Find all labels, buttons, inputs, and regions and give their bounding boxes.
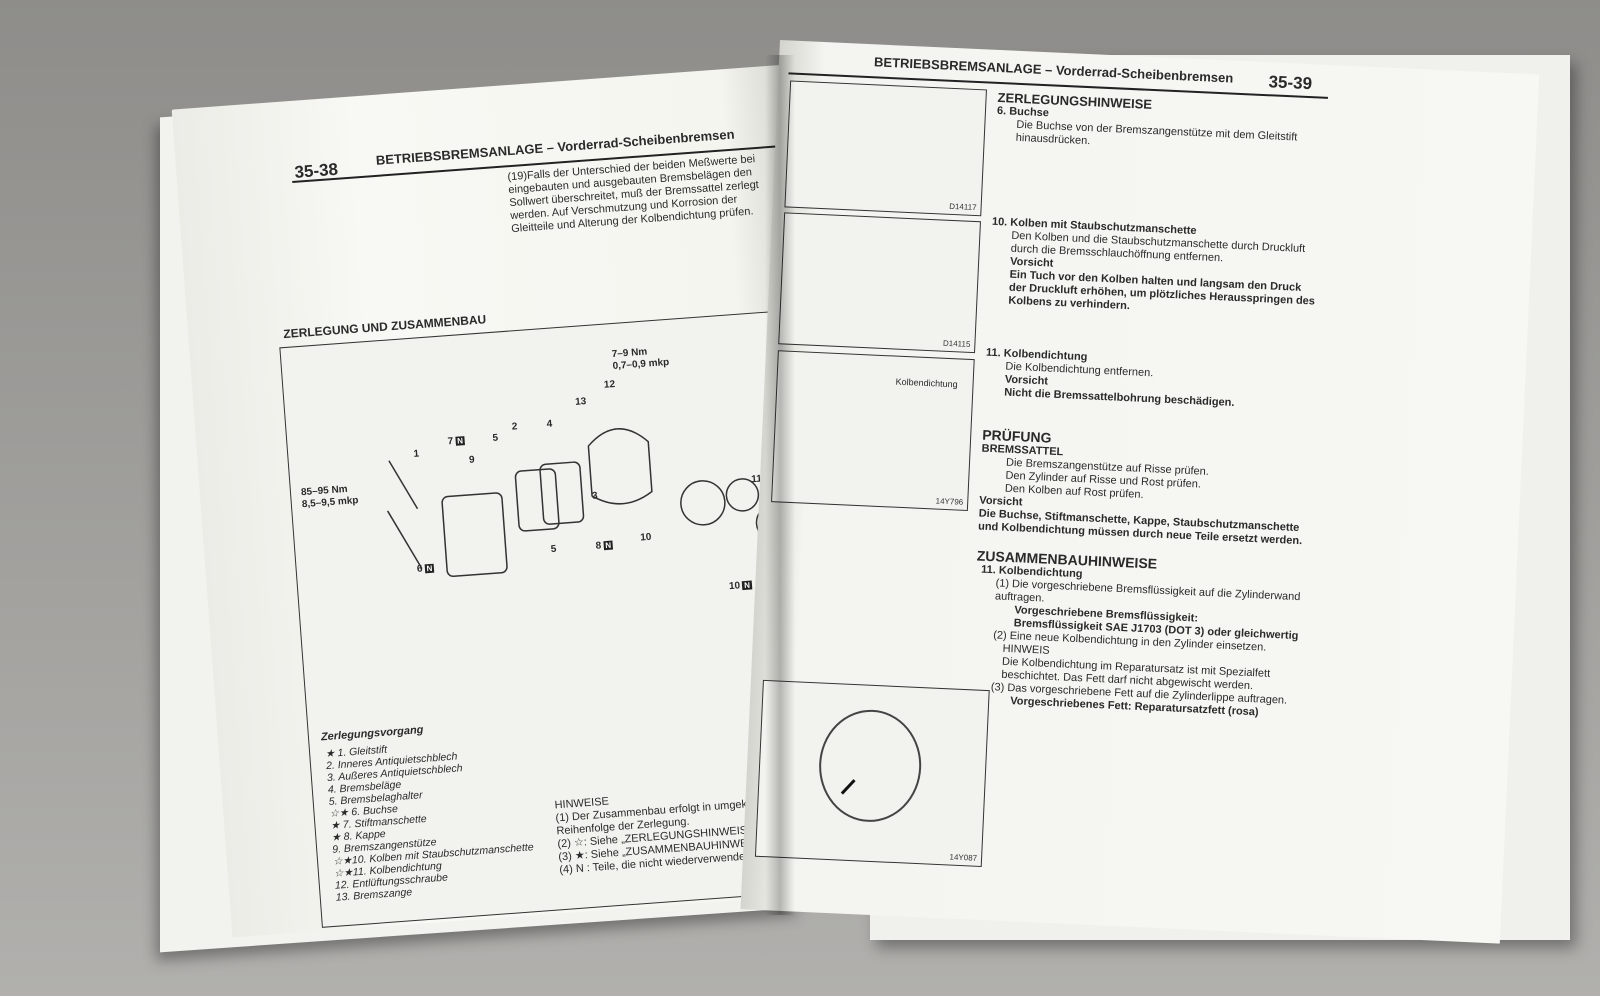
right-page: BETRIEBSBREMSANLAGE – Vorderrad-Scheiben… bbox=[740, 40, 1540, 944]
part-label: 5 bbox=[492, 432, 499, 445]
figure: Kolbendichtung 14Y796 bbox=[771, 350, 975, 512]
part-label: 10 bbox=[639, 531, 652, 544]
part-label: 4 bbox=[546, 418, 553, 431]
part-label: 13 bbox=[574, 396, 587, 408]
part-label: 12 bbox=[603, 378, 616, 391]
page-number: 35-39 bbox=[1268, 72, 1313, 94]
part-label: 9 bbox=[468, 454, 476, 466]
procedure-list: ★ 1. Gleitstift 2. Inneres Antiquietschb… bbox=[325, 733, 537, 904]
procedure-title: Zerlegungsvorgang bbox=[320, 723, 424, 744]
piston-seal-drawing bbox=[819, 709, 922, 822]
figure: 14Y087 bbox=[754, 679, 990, 868]
disassembly-notes: ZERLEGUNGSHINWEISE 6. Buchse Die Buchse … bbox=[970, 90, 1328, 721]
part-label: 5 bbox=[550, 543, 557, 556]
figure-label: Kolbendichtung bbox=[895, 376, 958, 390]
figure: D14117 bbox=[784, 80, 987, 217]
figure: D14115 bbox=[778, 212, 981, 354]
book-gutter bbox=[765, 55, 795, 915]
part-label: 3 bbox=[591, 490, 599, 502]
left-page: 35-38 BETRIEBSBREMSANLAGE – Vorderrad-Sc… bbox=[171, 65, 841, 938]
part-label: 1 bbox=[413, 448, 420, 460]
open-book: 35-38 BETRIEBSBREMSANLAGE – Vorderrad-Sc… bbox=[150, 35, 1570, 953]
part-label: 2 bbox=[511, 421, 518, 433]
page-header: BETRIEBSBREMSANLAGE – Vorderrad-Scheiben… bbox=[873, 54, 1234, 86]
